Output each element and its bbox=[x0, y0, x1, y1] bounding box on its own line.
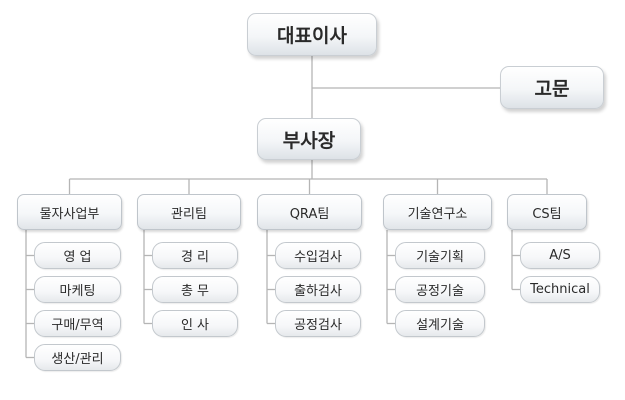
team-box: Technical bbox=[520, 276, 600, 303]
team-box: 기술기획 bbox=[395, 242, 485, 269]
team-box: 공정검사 bbox=[275, 310, 361, 337]
team-box: 공정기술 bbox=[395, 276, 485, 303]
ceo-box: 대표이사 bbox=[247, 13, 377, 56]
team-box: 마케팅 bbox=[34, 276, 121, 303]
department-box: 기술연구소 bbox=[383, 194, 492, 230]
team-box: 인 사 bbox=[152, 310, 238, 337]
team-box: 수입검사 bbox=[275, 242, 361, 269]
team-box: 구매/무역 bbox=[34, 310, 121, 337]
department-box: QRA팀 bbox=[257, 194, 362, 230]
team-box: 설계기술 bbox=[395, 310, 485, 337]
team-box: A/S bbox=[520, 242, 600, 269]
team-box: 출하검사 bbox=[275, 276, 361, 303]
team-box: 생산/관리 bbox=[34, 344, 121, 371]
team-box: 경 리 bbox=[152, 242, 238, 269]
team-box: 영 업 bbox=[34, 242, 121, 269]
advisor-box: 고문 bbox=[500, 66, 604, 109]
department-box: CS팀 bbox=[507, 194, 587, 230]
department-box: 관리팀 bbox=[137, 194, 241, 230]
vp-box: 부사장 bbox=[257, 118, 361, 160]
team-box: 총 무 bbox=[152, 276, 238, 303]
department-box: 물자사업부 bbox=[17, 194, 122, 230]
